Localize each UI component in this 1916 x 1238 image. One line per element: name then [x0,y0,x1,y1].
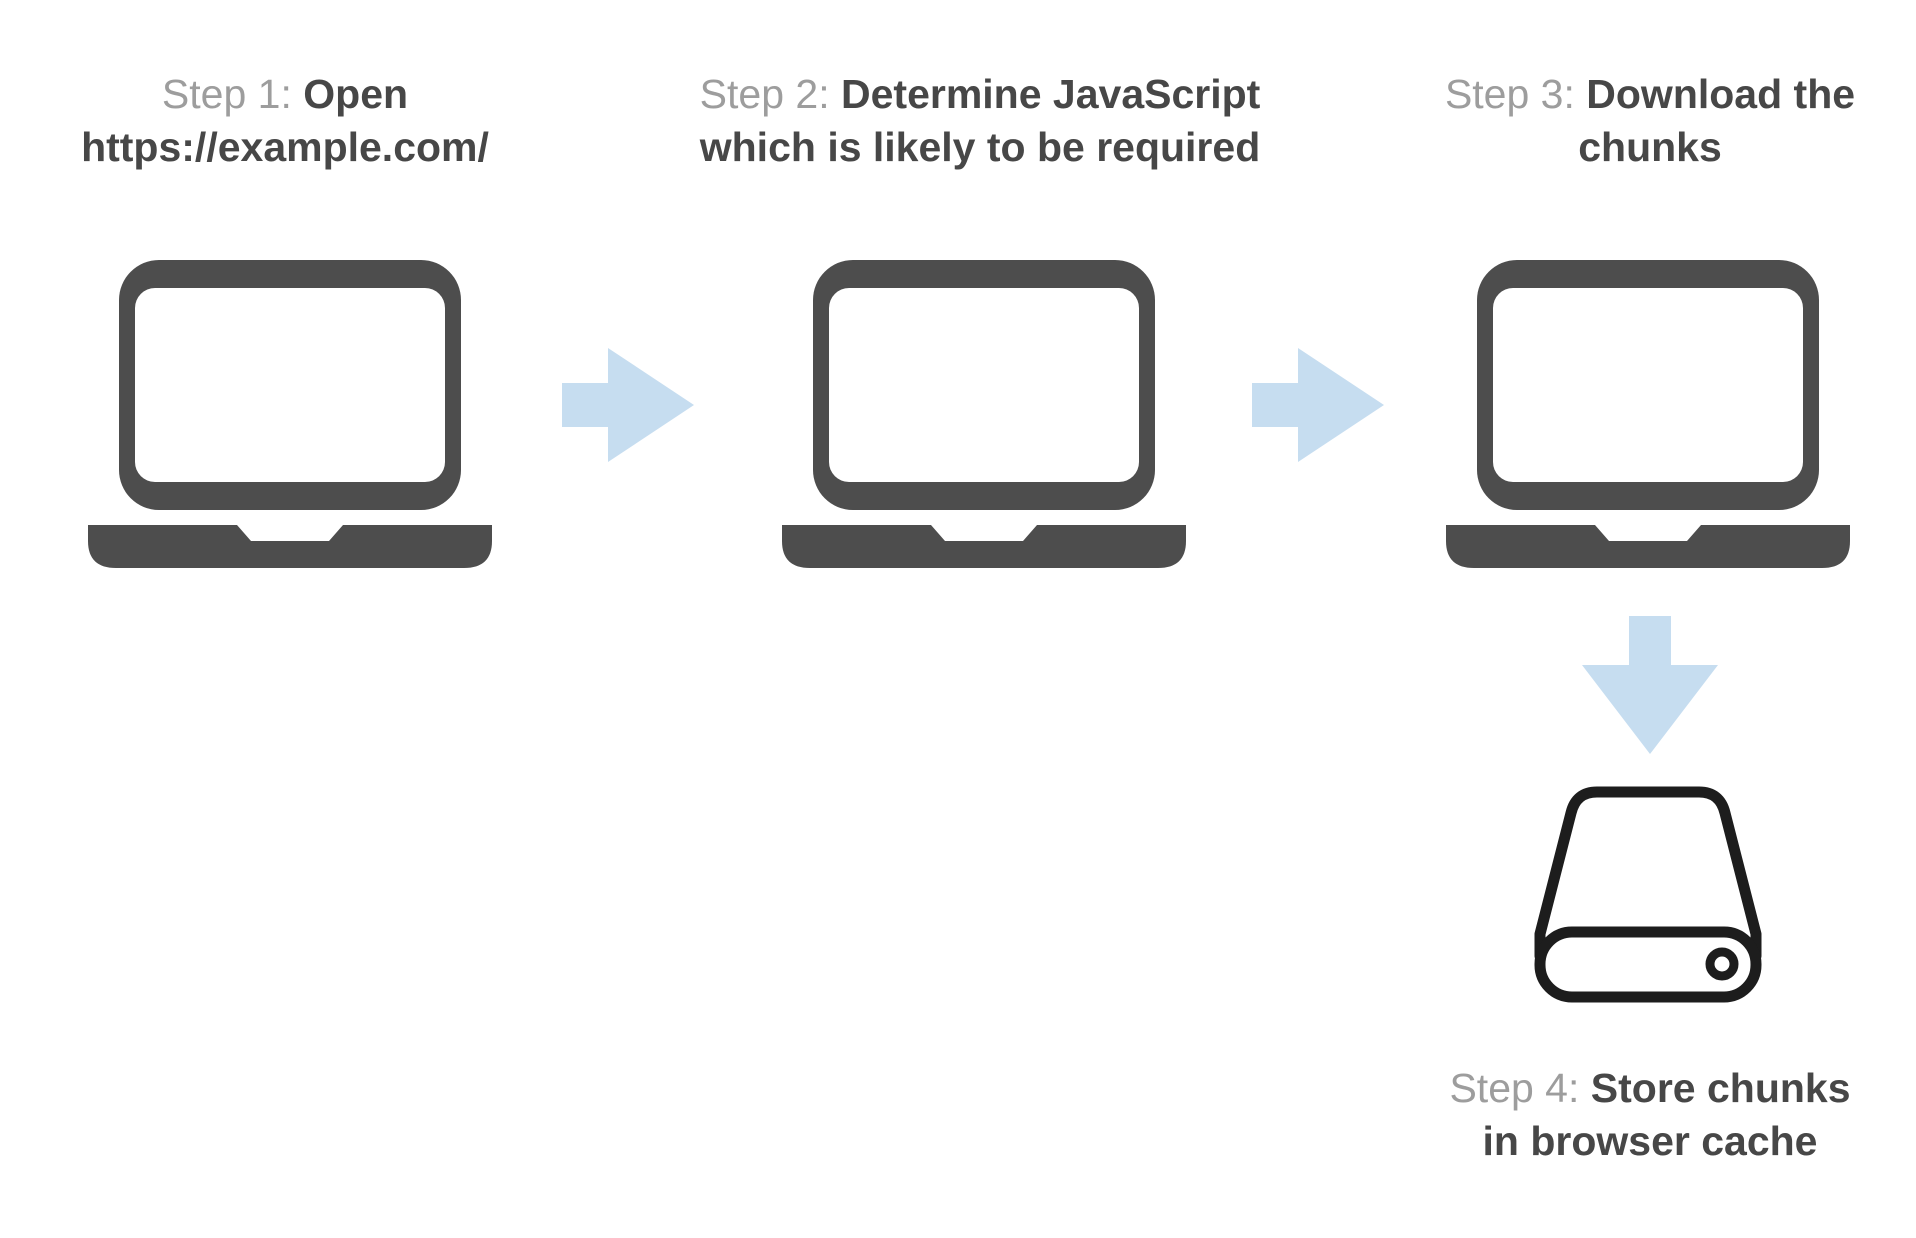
step-1-line-1: Step 1: Open [0,68,570,121]
step-2-caption: Step 2: Determine JavaScript which is li… [680,68,1280,174]
step-4-label: Step 4: [1449,1065,1580,1111]
step-2-title: Determine JavaScript [841,71,1261,117]
arrow-right-icon [562,348,694,462]
arrow-right-icon [1252,348,1384,462]
step-3-label: Step 3: [1444,71,1575,117]
step-1-title: Open [303,71,409,117]
step-4-caption: Step 4: Store chunks in browser cache [1350,1062,1916,1168]
step-4-title: Store chunks [1590,1065,1851,1111]
step-1-line-2: https://example.com/ [81,124,489,170]
step-2-line-2: which is likely to be required [699,124,1261,170]
step-1-label: Step 1: [161,71,292,117]
laptop-icon [782,260,1186,568]
arrow-down-icon [1582,616,1718,754]
step-1-caption: Step 1: Open https://example.com/ [0,68,570,174]
step-4-line-1: Step 4: Store chunks [1350,1062,1916,1115]
step-3-caption: Step 3: Download the chunks [1350,68,1916,174]
step-2-label: Step 2: [699,71,830,117]
hard-drive-icon [1534,786,1762,1003]
laptop-icon [88,260,492,568]
step-2-line-1: Step 2: Determine JavaScript [680,68,1280,121]
laptop-icon [1446,260,1850,568]
step-4-line-2: in browser cache [1482,1118,1818,1164]
step-3-line-2: chunks [1578,124,1722,170]
step-3-line-1: Step 3: Download the [1350,68,1916,121]
step-3-title: Download the [1586,71,1856,117]
